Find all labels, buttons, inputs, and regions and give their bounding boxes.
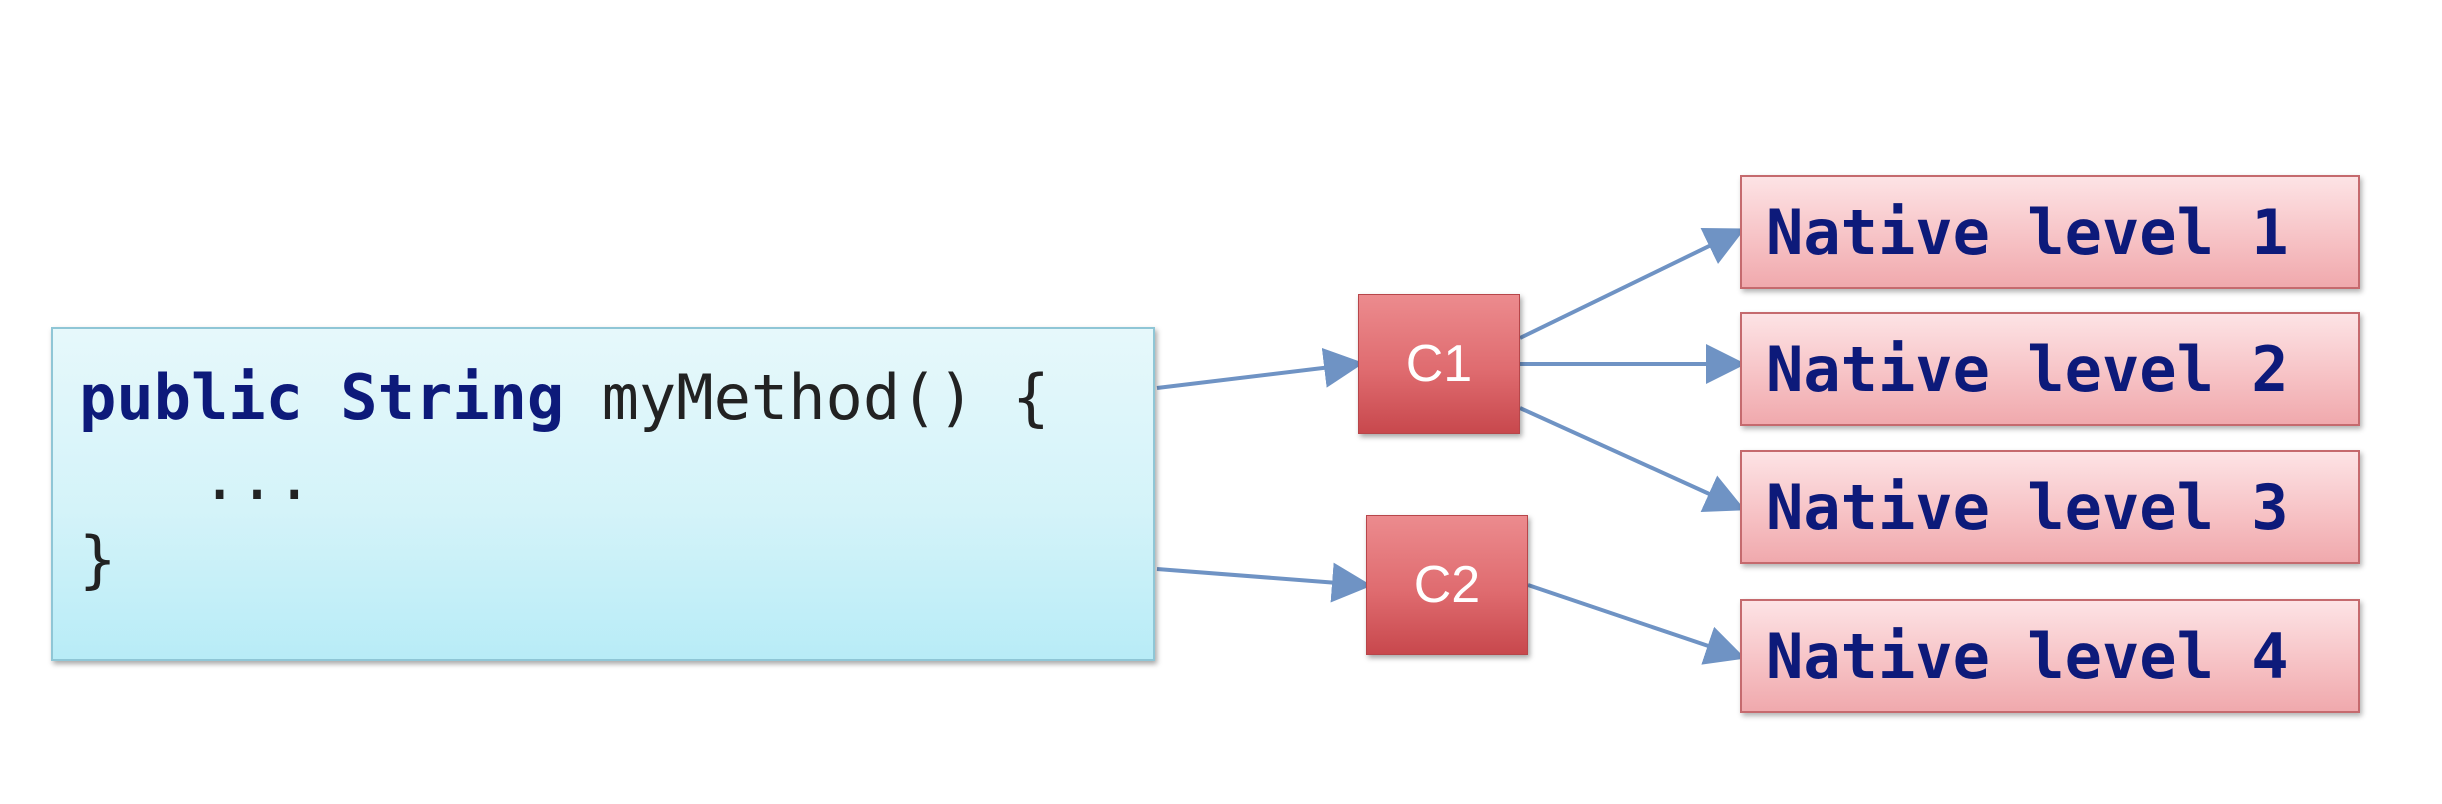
native-level-1-box: Native level 1 [1740, 175, 2360, 289]
compiler-c2-box: C2 [1366, 515, 1528, 655]
native-level-4-box: Native level 4 [1740, 599, 2360, 713]
arrow-c2-to-native-4 [1527, 583, 1746, 665]
arrow-c1-to-native-3 [1519, 406, 1746, 512]
native-level-3-box: Native level 3 [1740, 450, 2360, 564]
arrow-c1-to-native-1 [1519, 228, 1746, 340]
code-line-ellipsis: ... [201, 441, 313, 514]
arrow-code-to-c2 [1156, 562, 1372, 603]
source-code-box: public String myMethod() { ... } [51, 327, 1155, 661]
compiler-c1-box: C1 [1358, 294, 1520, 434]
code-line-closing-brace: } [79, 523, 117, 596]
keyword-public: public [79, 361, 303, 434]
code-line-signature: public String myMethod() { [79, 367, 1050, 429]
native-level-2-box: Native level 2 [1740, 312, 2360, 426]
keyword-string: String [340, 361, 565, 434]
method-signature: myMethod() { [601, 361, 1050, 434]
arrow-code-to-c1 [1156, 347, 1364, 390]
